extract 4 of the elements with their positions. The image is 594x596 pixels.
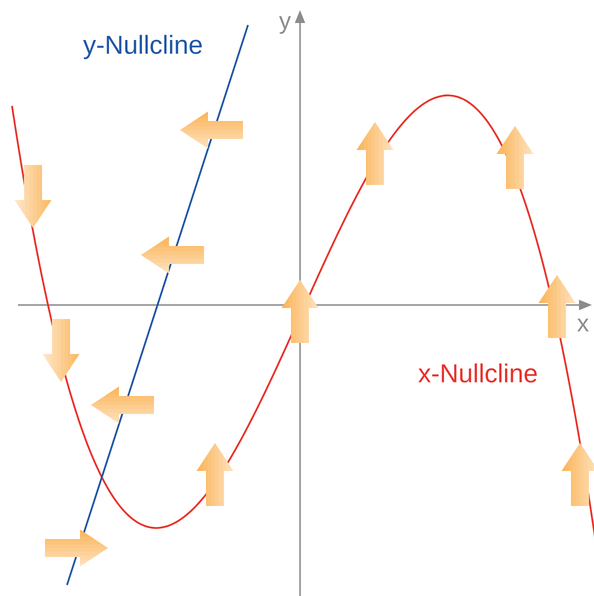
axis-label: x [577, 318, 589, 332]
axis-label: y [279, 16, 291, 34]
curve-label: x-Nullcline [418, 363, 537, 383]
curve-label: y-Nullcline [83, 34, 202, 60]
